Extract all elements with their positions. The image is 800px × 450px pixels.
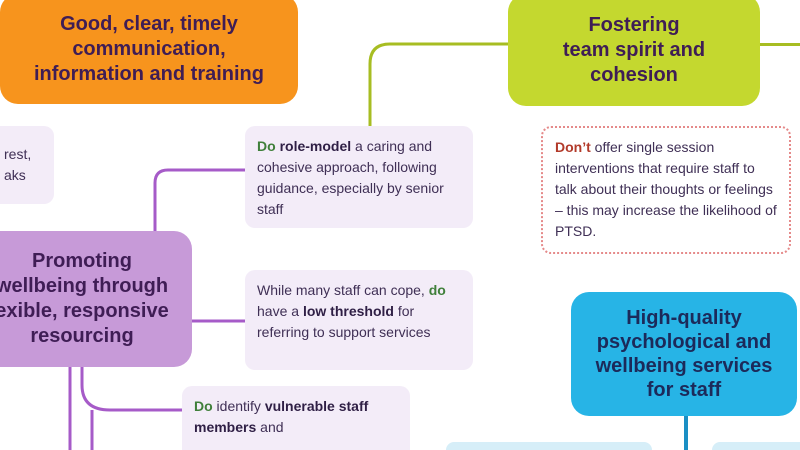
threshold-rest: for referring to support services [257,303,431,340]
dont-rest: offer single session interventions that … [555,139,777,239]
card-dont-single-session: Don’t offer single session interventions… [541,126,791,254]
node-promoting-line-3: exible, responsive [0,300,169,322]
card-partial-left-line-2: aks [4,167,26,183]
node-psych-line-2: psychological and [596,331,772,353]
do-label: Do [194,398,213,414]
card-vulnerable-text: Do identify vulnerable staff members and [194,396,400,438]
node-communication-line-3: information and training [34,62,264,85]
node-team-spirit-line-2: team spirit and [562,38,706,61]
node-team-spirit-line-3: cohesion [590,63,678,86]
dont-label: Don’t [555,139,591,155]
node-communication: Good, clear, timely communication, infor… [0,0,298,104]
node-promoting-line-1: Promoting [32,250,132,272]
do-label: Do [257,138,276,154]
node-communication-line-2: communication, [72,37,226,60]
vulnerable-keyword: vulnerable staff members [194,398,369,435]
node-promoting-line-2: wellbeing through [0,275,169,297]
connector-role-model [153,168,245,232]
card-role-model-text: Do role-model a caring and cohesive appr… [257,136,463,220]
card-role-model: Do role-model a caring and cohesive appr… [245,126,473,228]
threshold-keyword: low threshold [302,303,394,319]
role-model-rest: a caring and cohesive approach, followin… [257,138,444,217]
card-psych-child-right [712,442,800,450]
do-label: do [428,282,446,298]
card-partial-left: rest, aks [0,126,54,204]
card-psych-child-left [446,442,652,450]
node-team-spirit-line-1: Fostering [588,13,680,36]
connector-team-spirit [368,42,508,126]
vulnerable-rest: and [256,419,284,435]
card-vulnerable-staff: Do identify vulnerable staff members and [182,386,410,450]
node-team-spirit: Fostering team spirit and cohesion [508,0,760,106]
card-low-threshold: While many staff can cope, do have a low… [245,270,473,370]
node-promoting-line-4: resourcing [30,325,134,347]
connector-down-right [80,366,182,412]
node-psych-line-4: for staff [646,379,722,401]
card-partial-left-line-1: rest, [4,146,32,162]
node-psych-line-3: wellbeing services [595,355,773,377]
node-psychological-services: High-quality psychological and wellbeing… [571,292,797,416]
node-communication-line-1: Good, clear, timely [60,12,238,35]
lime-connector-stub [760,43,800,46]
node-promoting-wellbeing: Promoting wellbeing through exible, resp… [0,231,192,367]
threshold-pre: While many staff can cope, [257,282,429,298]
role-model-keyword: role-model [279,138,352,154]
card-dont-text: Don’t offer single session interventions… [555,137,779,242]
vulnerable-mid: identify [212,398,265,414]
node-psych-line-1: High-quality [626,307,742,329]
threshold-mid: have a [257,303,303,319]
card-threshold-text: While many staff can cope, do have a low… [257,280,463,343]
